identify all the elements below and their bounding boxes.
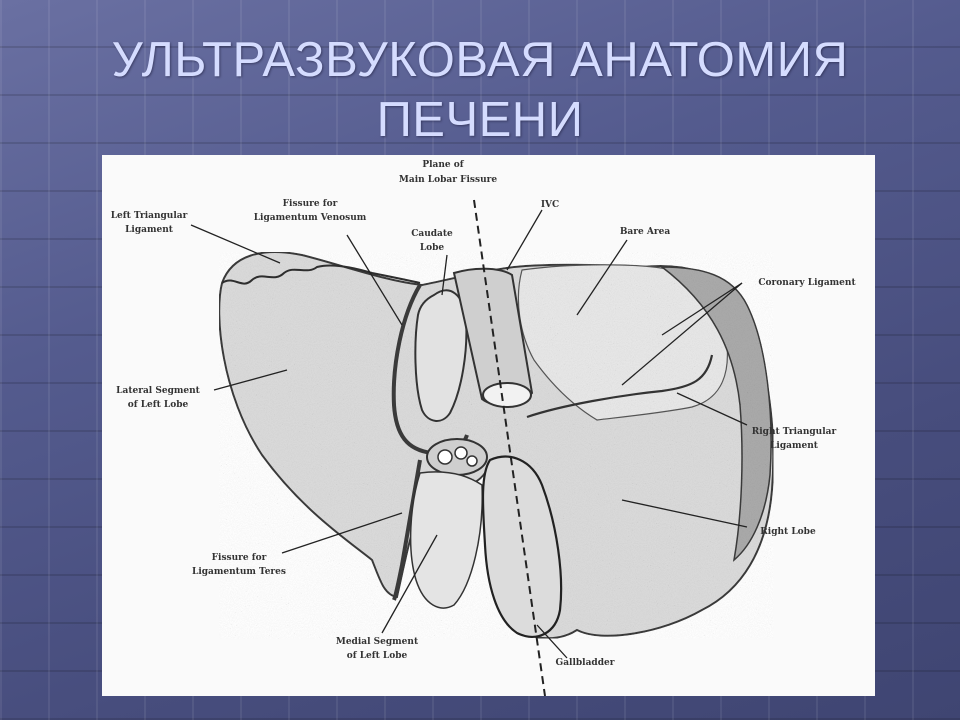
label-right-triangular-2: Ligament <box>770 441 819 451</box>
label-lateral-2: of Left Lobe <box>128 400 189 410</box>
label-fissure-teres-1: Fissure for <box>212 553 267 563</box>
bare-area-region <box>517 264 729 421</box>
label-plane-1: Plane of <box>422 160 464 170</box>
ivc-vessel <box>452 267 534 408</box>
label-bare-area: Bare Area <box>620 227 670 237</box>
label-medial-2: of Left Lobe <box>347 651 408 661</box>
label-plane-2: Main Lobar Fissure <box>399 175 497 185</box>
liver-diagram: Plane of Main Lobar Fissure IVC Left Tri… <box>111 160 857 696</box>
label-fissure-venosum-2: Ligamentum Venosum <box>254 213 367 223</box>
slide-title-line-2: ПЕЧЕНИ <box>376 93 584 147</box>
label-left-triangular-1: Left Triangular <box>111 211 188 221</box>
ivc-lumen <box>482 382 532 408</box>
slide-title: УЛЬТРАЗВУКОВАЯ АНАТОМИЯ ПЕЧЕНИ <box>40 30 920 150</box>
porta-hepatis <box>426 438 488 476</box>
label-fissure-venosum-1: Fissure for <box>283 199 338 209</box>
label-caudate-1: Caudate <box>411 229 453 239</box>
fissure-ligamentum-teres <box>392 459 422 601</box>
label-ivc: IVC <box>541 200 559 210</box>
label-medial-1: Medial Segment <box>336 637 419 647</box>
label-right-triangular-1: Right Triangular <box>752 427 837 437</box>
right-lobe-rim <box>659 266 772 562</box>
label-coronary: Coronary Ligament <box>758 278 856 288</box>
slide-title-line-1: УЛЬТРАЗВУКОВАЯ АНАТОМИЯ <box>111 33 849 87</box>
label-gallbladder: Gallbladder <box>556 658 615 668</box>
label-lateral-1: Lateral Segment <box>116 386 200 396</box>
main-lobar-fissure-plane <box>473 199 546 696</box>
label-fissure-teres-2: Ligamentum Teres <box>192 567 286 577</box>
label-right-lobe: Right Lobe <box>760 527 816 537</box>
coronary-ligament-line <box>526 354 714 419</box>
label-left-triangular-2: Ligament <box>125 225 174 235</box>
label-caudate-2: Lobe <box>420 243 445 253</box>
left-triangular-ligament-edge <box>221 264 421 285</box>
medial-segment <box>409 471 483 609</box>
leader-lines <box>190 209 748 659</box>
labels: Plane of Main Lobar Fissure IVC Left Tri… <box>111 160 857 668</box>
liver-anatomy-figure: Plane of Main Lobar Fissure IVC Left Tri… <box>102 155 875 696</box>
liver-body <box>218 251 775 640</box>
